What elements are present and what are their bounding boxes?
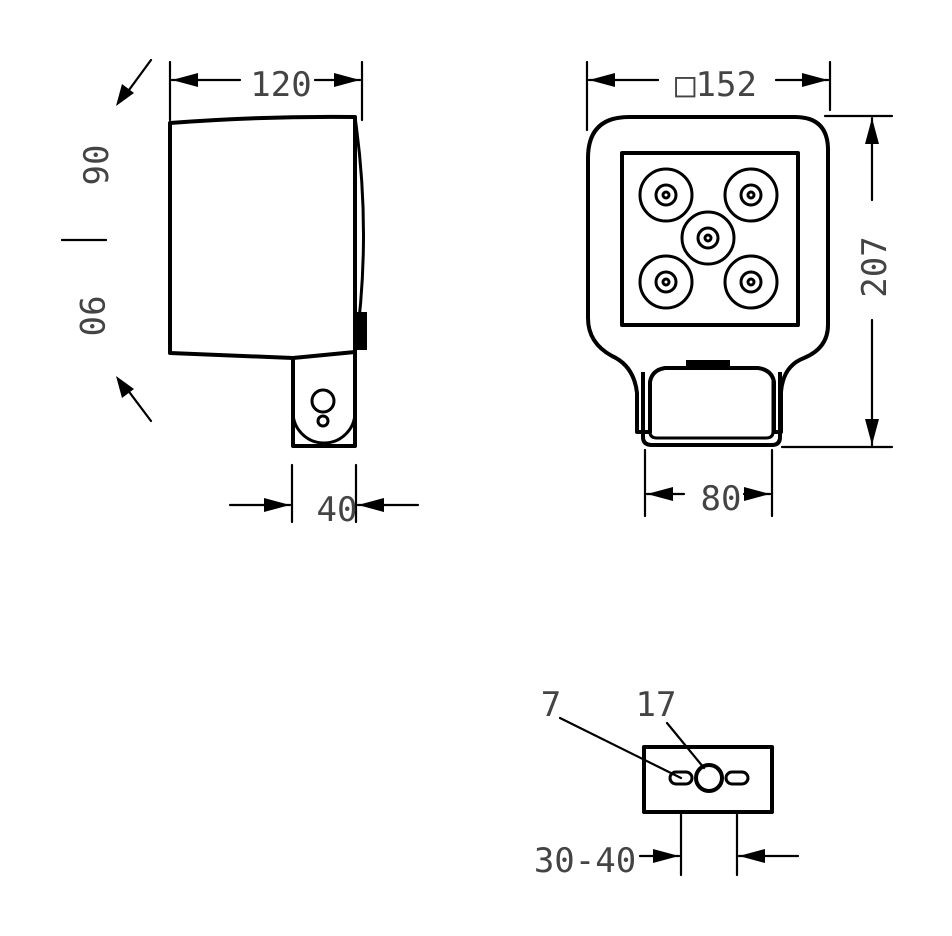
bracket-center-hole [694, 763, 724, 793]
dim-40-arrow-left [264, 498, 290, 512]
dim-40-label: 40 [317, 490, 358, 530]
dim-80-arrow-left [647, 487, 673, 501]
side-view: 120 40 90 90 [60, 58, 420, 530]
hole-size-label: 17 [636, 685, 677, 725]
bracket-slot-left [668, 770, 694, 786]
side-view-bracket [291, 352, 357, 448]
dim-120-arrow-left [172, 73, 198, 87]
slot-size-label: 7 [541, 685, 561, 725]
dim-80-arrow-right [744, 487, 770, 501]
side-view-pivot-bolt [310, 388, 336, 414]
front-view-bracket-inner [648, 378, 775, 440]
side-view-knob [355, 312, 367, 350]
front-view: □152 207 80 [585, 60, 895, 519]
dim-spacing-arrow-left [653, 849, 679, 863]
led-center [680, 210, 736, 266]
led-bottom-right [723, 254, 779, 310]
tilt-down-arrow-head [116, 376, 134, 398]
bracket-view: 7 17 30-40 [534, 685, 800, 881]
dim-80-label: 80 [701, 479, 742, 519]
dim-152-arrow-right [802, 73, 828, 87]
spacing-label: 30-40 [534, 841, 636, 881]
side-view-bracket-arc [291, 410, 357, 445]
dim-120-label: 120 [250, 65, 311, 105]
front-view-housing [586, 115, 830, 434]
front-view-bracket-tab [686, 360, 730, 366]
leader-7 [558, 716, 683, 780]
dim-40-arrow-right [358, 498, 384, 512]
side-view-pivot-nut [316, 414, 330, 428]
dim-207-arrow-top [865, 118, 879, 144]
dim-207-arrow-bottom [865, 419, 879, 445]
dim-152-label: □152 [675, 65, 757, 105]
leader-17 [665, 721, 706, 770]
front-view-lens [620, 151, 800, 327]
dim-207-label: 207 [855, 236, 895, 297]
led-top-left [638, 167, 694, 223]
tilt-up-arrow-head [116, 84, 134, 106]
dim-spacing-arrow-right [739, 849, 765, 863]
led-bottom-left [638, 254, 694, 310]
tilt-down-label: 90 [71, 296, 111, 337]
side-view-housing [168, 114, 357, 360]
bracket-plate [642, 745, 774, 814]
bracket-slot-right [724, 770, 750, 786]
tilt-up-label: 90 [77, 145, 117, 186]
front-view-bracket [641, 372, 782, 447]
dim-152-arrow-left [589, 73, 615, 87]
led-top-right [723, 167, 779, 223]
dim-120-arrow-right [334, 73, 360, 87]
